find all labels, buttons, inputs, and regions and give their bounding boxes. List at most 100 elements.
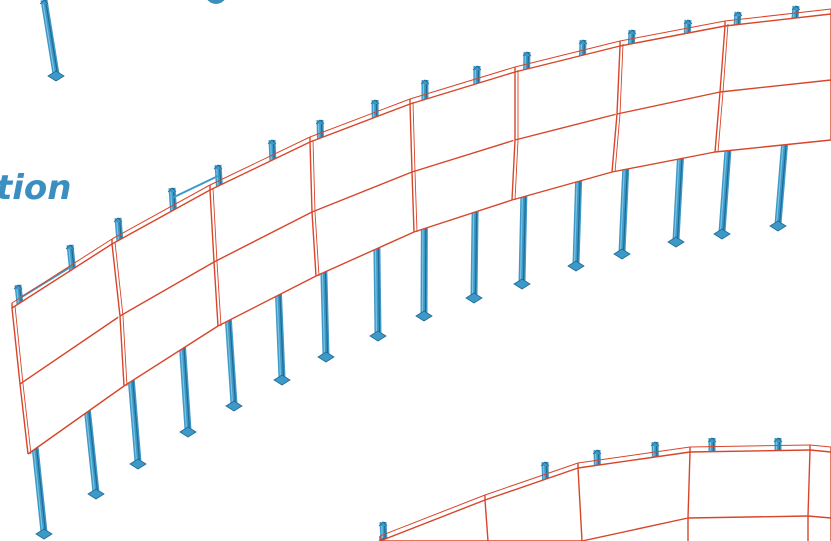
panel-top-edge	[577, 451, 691, 469]
post-foot	[613, 248, 631, 260]
panel-mid-edge	[411, 139, 516, 173]
panel-face	[808, 450, 831, 541]
post-cap	[472, 65, 482, 71]
post-foot	[35, 528, 53, 540]
panel-cap-edge	[514, 40, 621, 68]
panel-joint-inner	[614, 43, 624, 173]
panel-bottom-edge	[315, 231, 415, 277]
post-cap	[213, 164, 223, 170]
support-post	[39, 0, 65, 82]
panel-cap-edge	[619, 20, 726, 42]
panel-joint	[611, 41, 621, 173]
post-cap	[627, 29, 637, 35]
panel-joint	[577, 463, 583, 541]
post-highlight	[41, 0, 56, 75]
post-cap	[370, 99, 380, 105]
wall-panel	[714, 8, 831, 153]
panel-joint	[11, 303, 29, 455]
wall-panel-lower	[379, 494, 488, 541]
post-cap	[592, 449, 602, 455]
panel-face	[12, 244, 124, 454]
post-shadow	[44, 0, 59, 75]
panel-top-edge	[619, 25, 726, 47]
post-cap	[65, 244, 75, 250]
panel-joint	[714, 21, 726, 153]
panel-joint-inner	[212, 187, 222, 327]
panel-top-edge	[484, 467, 579, 501]
wall-panel	[111, 184, 219, 387]
panel-face	[310, 104, 414, 276]
post-foot	[513, 278, 531, 290]
panel-top-edge	[514, 45, 621, 73]
panel-joint	[687, 447, 691, 541]
panel-face	[210, 142, 316, 326]
panel-top-edge	[379, 499, 486, 541]
panel-mid-edge	[581, 517, 689, 541]
post-foot	[465, 292, 483, 304]
post-cap	[267, 139, 277, 145]
panel-joint-inner	[514, 70, 519, 201]
panel-bottom-edge	[611, 151, 716, 173]
post-cap	[378, 521, 388, 527]
panel-face	[688, 450, 810, 541]
post-foot	[225, 400, 243, 412]
panel-bottom-edge	[123, 325, 219, 387]
panel-cap-edge	[809, 444, 831, 448]
panel-cap-edge	[309, 98, 411, 138]
post-cap	[707, 437, 717, 443]
panel-cap-edge	[689, 444, 811, 448]
post-foot	[567, 260, 585, 272]
panel-mid-edge	[213, 211, 313, 263]
panel-joint-inner	[14, 305, 32, 455]
panel-bottom-edge	[217, 275, 317, 327]
panel-top-edge	[409, 71, 516, 105]
wall-panel-lower	[687, 444, 811, 541]
post-cap	[13, 284, 23, 290]
panel-mid-edge	[616, 91, 721, 115]
panel-face	[485, 468, 582, 541]
post-cap	[113, 217, 123, 223]
panel-cap-edge	[111, 184, 211, 240]
panel-joint	[807, 445, 811, 541]
panel-top-edge	[689, 449, 811, 453]
wall-panel-lower	[807, 444, 831, 541]
post-foot	[713, 228, 731, 240]
panel-top-edge	[111, 189, 211, 245]
panel-cap-edge	[724, 8, 831, 22]
post-foot	[273, 374, 291, 386]
post-cap	[683, 19, 693, 25]
post-foot	[179, 426, 197, 438]
post-shaft	[40, 0, 60, 75]
post-cap	[650, 441, 660, 447]
post-foot	[769, 220, 787, 232]
panel-mid-edge	[19, 315, 121, 385]
panel-face	[512, 46, 620, 200]
panel-mid-edge	[514, 113, 618, 141]
panel-bottom-edge	[511, 171, 613, 201]
post-foot	[317, 351, 335, 363]
panel-top-edge	[809, 449, 831, 453]
cropped-caption-glyph	[205, 0, 227, 4]
panel-bottom-edge	[27, 385, 125, 455]
post-cap	[167, 187, 177, 193]
post-foot	[667, 236, 685, 248]
panel-joint	[111, 239, 125, 387]
panel-joint-inner	[312, 139, 320, 277]
panel-joint-inner	[717, 23, 729, 153]
caption-text: tion	[0, 168, 72, 208]
panel-bottom-edge	[714, 139, 831, 153]
panel-top-edge	[724, 13, 831, 27]
wall-panel	[409, 66, 516, 233]
post-cap	[773, 437, 783, 443]
post-cap	[540, 461, 550, 467]
wall-panel	[611, 20, 726, 173]
panel-cap-edge	[577, 446, 691, 464]
wall-panel	[209, 136, 317, 327]
post-cap	[791, 5, 801, 11]
post-cap	[733, 11, 743, 17]
panel-top-edge	[11, 243, 113, 309]
rail-line	[171, 175, 219, 199]
post-foot	[369, 330, 387, 342]
panel-top-edge	[309, 103, 411, 143]
panel-joint	[511, 67, 516, 201]
